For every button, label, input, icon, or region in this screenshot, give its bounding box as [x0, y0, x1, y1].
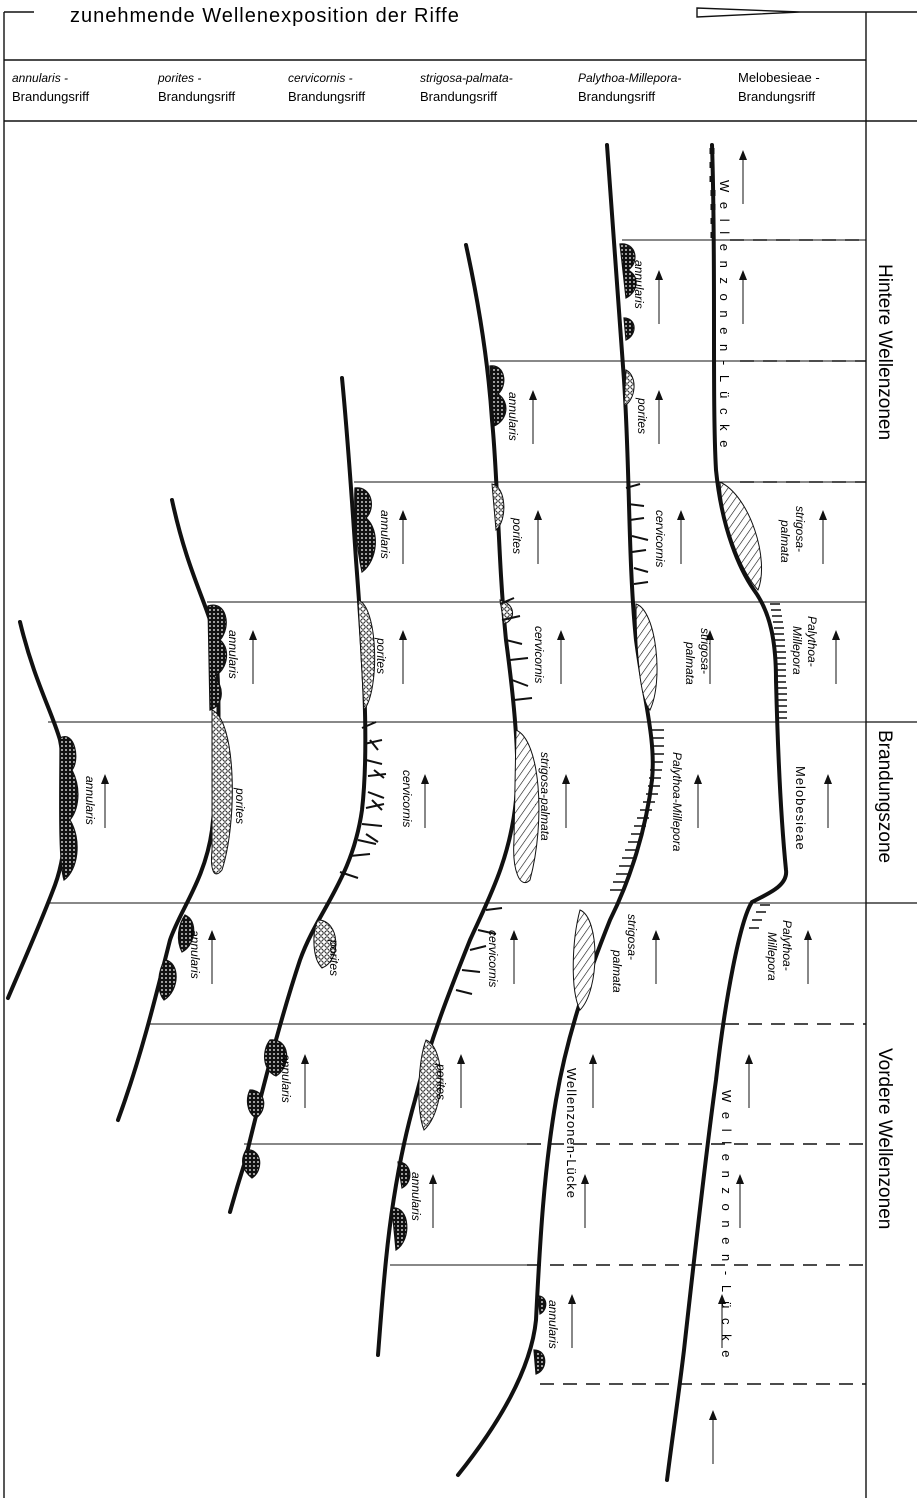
column-headers: annularis - Brandungsriff porites - Bran…: [12, 70, 820, 104]
label-cervicornis: cervicornis: [400, 770, 414, 827]
label-strigosa-palmata: strigosa-palmata: [538, 752, 552, 841]
species-labels: annularis annularis porites annularis an…: [83, 180, 819, 1360]
label-cervicornis: cervicornis: [532, 626, 546, 683]
profile-annularis-reef: [8, 622, 66, 998]
zone-boundaries: [46, 240, 866, 1265]
label-annularis: annularis: [279, 1054, 293, 1103]
column-header-type: Brandungsriff: [578, 89, 655, 104]
label-annularis: annularis: [378, 510, 392, 559]
label-porites: porites: [327, 939, 341, 976]
label-annularis: annularis: [188, 930, 202, 979]
label-annularis: annularis: [83, 776, 97, 825]
zone-labels: Hintere Wellenzonen Brandungszone Vorder…: [874, 264, 895, 1229]
label-melobesieae: Melobesieae: [793, 766, 808, 851]
label-porites: porites: [374, 637, 388, 674]
label-millepora: Millepora: [765, 932, 779, 981]
zone-label-front: Vordere Wellenzonen: [874, 1048, 895, 1229]
label-palythoa: Palythoa-: [780, 920, 794, 971]
label-annularis: annularis: [506, 392, 520, 441]
label-strigosa: strigosa-: [793, 506, 807, 552]
label-porites: porites: [434, 1063, 448, 1100]
label-wellenzonen-luecke: W e l l e n z o n e n - L ü c k e: [719, 1090, 734, 1360]
label-annularis: annularis: [546, 1300, 560, 1349]
zone-label-surf: Brandungszone: [874, 730, 895, 863]
column-header-type: Brandungsriff: [738, 89, 815, 104]
column-header-species: Palythoa-Millepora-: [578, 71, 681, 85]
profile-palythoa-reef: [458, 145, 653, 1475]
diagram-title: zunehmende Wellenexposition der Riffe: [70, 5, 460, 27]
label-palmata: palmata: [610, 949, 624, 993]
exposition-arrow-icon: [697, 8, 800, 17]
column-header-species: strigosa-palmata-: [420, 71, 513, 85]
column-header-type: Brandungsriff: [158, 89, 235, 104]
label-millepora: Millepora: [790, 626, 804, 675]
label-palythoa: Palythoa-: [805, 616, 819, 667]
label-palmata: palmata: [778, 519, 792, 563]
label-annularis: annularis: [226, 630, 240, 679]
column-header-species: Melobesieae -: [738, 70, 820, 85]
label-porites: porites: [233, 787, 247, 824]
label-strigosa: strigosa-: [625, 914, 639, 960]
zone-label-back: Hintere Wellenzonen: [874, 264, 895, 440]
label-cervicornis: cervicornis: [486, 930, 500, 987]
label-wellenzonen-luecke: Wellenzonen-Lücke: [564, 1068, 579, 1199]
column-header-type: Brandungsriff: [12, 89, 89, 104]
column-header-species: cervicornis -: [288, 71, 353, 85]
label-porites: porites: [635, 397, 649, 434]
column-header-species: porites -: [157, 71, 201, 85]
label-wellenzonen-luecke: W e l l e n z o n e n - L ü c k e: [717, 180, 732, 450]
column-header-type: Brandungsriff: [420, 89, 497, 104]
profile-porites-reef: [118, 500, 219, 1120]
label-palmata: palmata: [683, 641, 697, 685]
column-header-species: annularis -: [12, 71, 68, 85]
zone-boundaries-dashed: [527, 240, 866, 1384]
label-cervicornis: cervicornis: [653, 510, 667, 567]
cervicornis-growths: [340, 484, 648, 994]
label-annularis: annularis: [409, 1172, 423, 1221]
label-annularis: annularis: [632, 260, 646, 309]
porites-growths: [211, 370, 634, 1130]
label-porites: porites: [510, 517, 524, 554]
column-header-type: Brandungsriff: [288, 89, 365, 104]
label-strigosa: strigosa-: [698, 628, 712, 674]
label-palythoa-millepora: Palythoa-Millepora: [670, 752, 684, 852]
profile-cervicornis-reef: [230, 378, 365, 1212]
reef-profiles: [8, 145, 786, 1480]
